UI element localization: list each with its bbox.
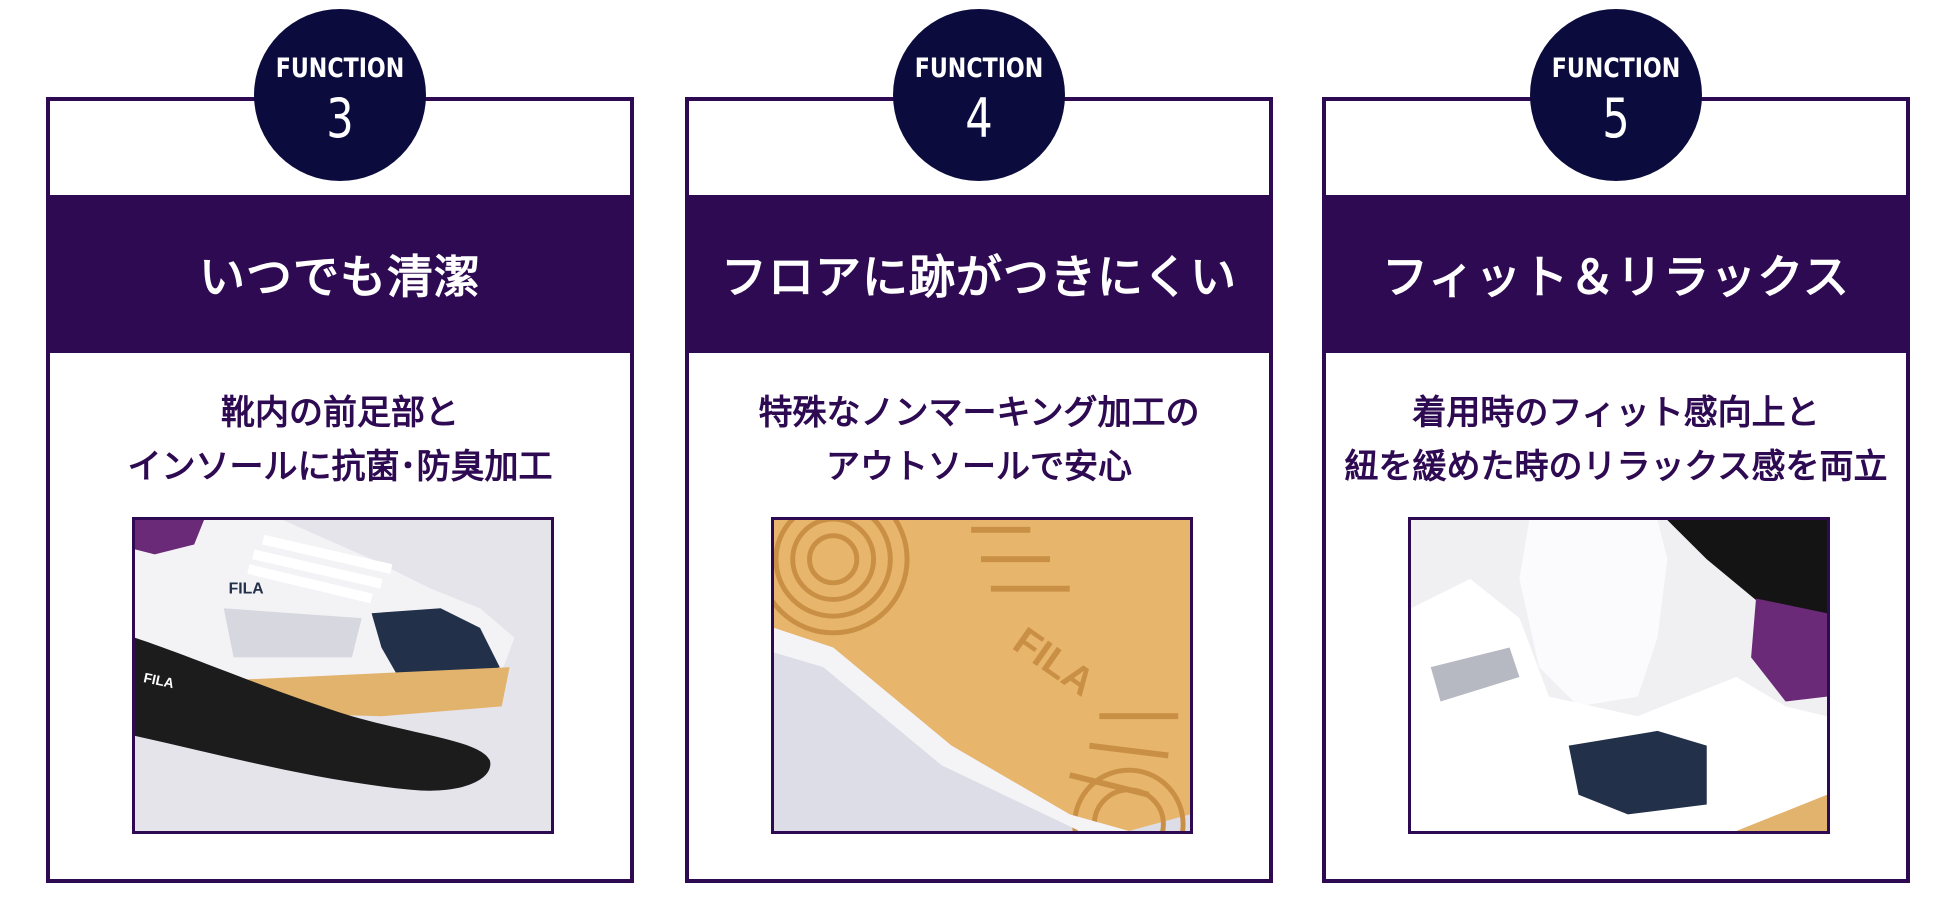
tongue-fit-photo [1408, 517, 1830, 834]
description-line-1: 着用時のフィット感向上と [1412, 393, 1820, 433]
outsole-illustration: FILA [774, 520, 1190, 831]
card-description: 特殊なノンマーキング加工の アウトソールで安心 [689, 386, 1269, 494]
card-title: フィット＆リラックス [1382, 250, 1850, 304]
photo-logo-insole: FILA [142, 670, 175, 691]
function-badge: FUNCTION 3 [254, 9, 426, 181]
description-line-2: インソールに抗菌･防臭加工 [127, 447, 553, 487]
badge-number: 3 [326, 87, 354, 150]
badge-number: 5 [1602, 87, 1630, 150]
function-badge: FUNCTION 5 [1530, 9, 1702, 181]
description-line-1: 特殊なノンマーキング加工の [758, 393, 1200, 433]
feature-card-5: FUNCTION 5 フィット＆リラックス 着用時のフィット感向上と 紐を緩めた… [1322, 9, 1910, 883]
function-badge: FUNCTION 4 [893, 9, 1065, 181]
outsole-photo: FILA [771, 517, 1193, 834]
photo-logo-upper: FILA [229, 581, 264, 598]
description-line-1: 靴内の前足部と [221, 393, 459, 433]
card-description: 着用時のフィット感向上と 紐を緩めた時のリラックス感を両立 [1326, 386, 1906, 494]
title-banner: フィット＆リラックス [1326, 195, 1906, 353]
title-banner: フロアに跡がつきにくい [689, 195, 1269, 353]
card-title: フロアに跡がつきにくい [720, 250, 1238, 304]
description-line-2: アウトソールで安心 [826, 447, 1132, 487]
badge-number: 4 [965, 87, 993, 150]
title-banner: いつでも清潔 [50, 195, 630, 353]
badge-label: FUNCTION [275, 53, 405, 84]
feature-card-4: FUNCTION 4 フロアに跡がつきにくい 特殊なノンマーキング加工の アウト… [685, 9, 1273, 883]
card-title: いつでも清潔 [199, 250, 481, 304]
feature-card-3: FUNCTION 3 いつでも清潔 靴内の前足部と インソールに抗菌･防臭加工 … [46, 9, 634, 883]
tongue-fit-illustration [1411, 520, 1827, 831]
sneaker-insole-illustration: FILA FILA [135, 520, 551, 831]
sneaker-insole-photo: FILA FILA [132, 517, 554, 834]
badge-label: FUNCTION [1551, 53, 1681, 84]
card-description: 靴内の前足部と インソールに抗菌･防臭加工 [50, 386, 630, 494]
badge-label: FUNCTION [914, 53, 1044, 84]
description-line-2: 紐を緩めた時のリラックス感を両立 [1344, 447, 1888, 487]
